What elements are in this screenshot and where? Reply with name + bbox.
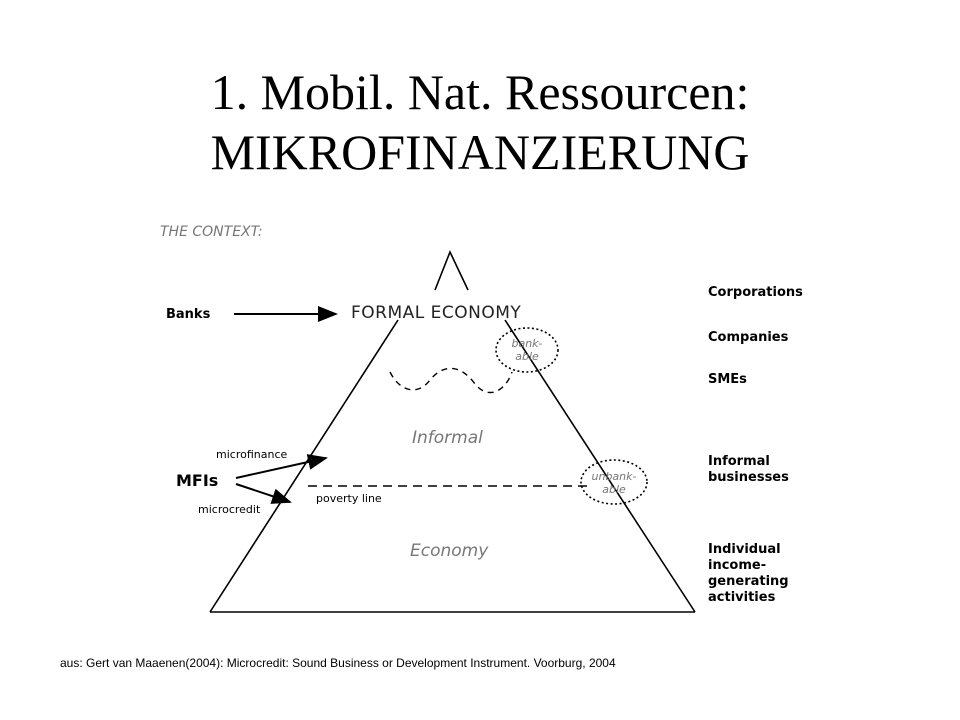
- bankable-label-line-2: able: [515, 350, 539, 363]
- unbankable-label-line-2: able: [602, 483, 626, 496]
- companies-label: Companies: [708, 330, 789, 345]
- formal-informal-boundary: [389, 367, 513, 394]
- pyramid-outline: [434, 249, 469, 291]
- poverty-line-label: poverty line: [316, 492, 382, 505]
- individual-label-line-2: income-: [708, 558, 766, 573]
- unbankable-label-line-1: unbank-: [592, 470, 637, 483]
- individual-label-line-3: generating: [708, 574, 789, 589]
- corporations-label: Corporations: [708, 285, 803, 300]
- pyramid-left-edge: [209, 319, 399, 613]
- slide-title: 1. Mobil. Nat. Ressourcen: MIKROFINANZIE…: [0, 62, 960, 182]
- bankable-circle: [495, 327, 559, 373]
- source-footnote: aus: Gert van Maaenen(2004): Microcredit…: [60, 656, 616, 670]
- economy-label: Economy: [410, 541, 489, 561]
- slide-title-line-2: MIKROFINANZIERUNG: [210, 124, 750, 180]
- context-label: THE CONTEXT:: [160, 224, 263, 240]
- informal-label: Informal: [412, 428, 483, 448]
- unbankable-circle: [580, 459, 648, 505]
- individual-label-line-1: Individual: [708, 542, 781, 557]
- banks-label: Banks: [166, 307, 211, 322]
- individual-label-line-4: activities: [708, 590, 776, 605]
- pyramid-right-edge: [504, 319, 696, 613]
- microfinance-arrow: [235, 454, 328, 479]
- microfinance-label: microfinance: [216, 448, 287, 461]
- bankable-label-line-1: bank-: [511, 337, 542, 350]
- microcredit-arrow: [235, 483, 292, 504]
- mfis-label: MFIs: [176, 471, 218, 490]
- microcredit-label: microcredit: [198, 503, 261, 516]
- informal-businesses-label-line-2: businesses: [708, 470, 789, 485]
- formal-economy-label: FORMAL ECONOMY: [351, 303, 521, 323]
- smes-label: SMEs: [708, 372, 747, 387]
- informal-businesses-label-line-1: Informal: [708, 454, 770, 469]
- slide-title-line-1: 1. Mobil. Nat. Ressourcen:: [210, 64, 750, 120]
